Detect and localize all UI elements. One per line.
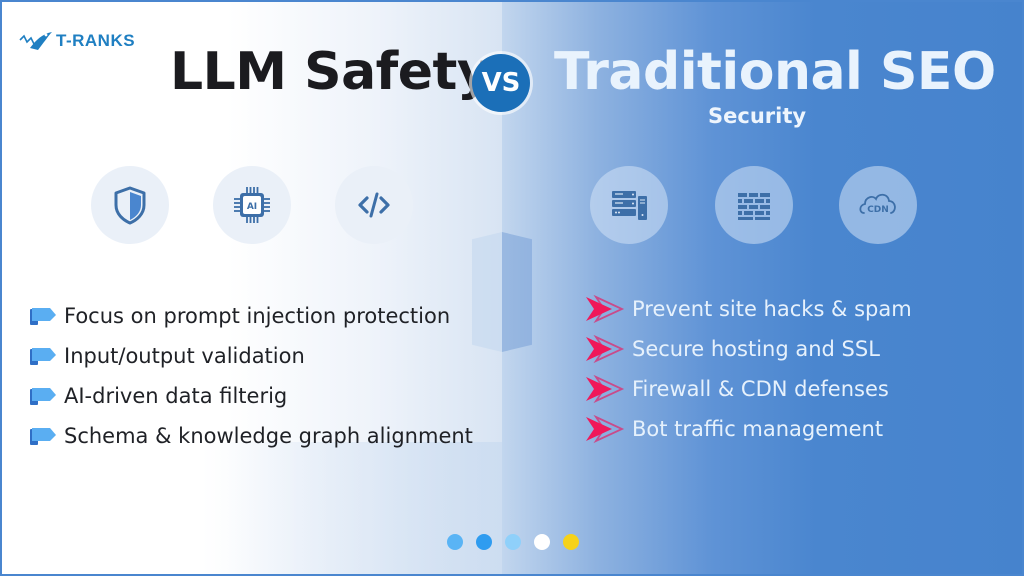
cdn-cloud-icon: CDN	[859, 193, 896, 215]
pagination-dot-4[interactable]	[534, 534, 550, 550]
center-divider-prism	[472, 226, 532, 358]
right-panel-background	[502, 2, 1022, 574]
left-panel-fade	[2, 442, 502, 574]
double-chevron-icon	[586, 294, 625, 324]
code-icon-circle	[335, 166, 413, 244]
ai-chip-icon-circle: AI	[213, 166, 291, 244]
flag-bullet-icon	[30, 388, 56, 405]
shield-icon-circle	[91, 166, 169, 244]
ai-chip-icon: AI	[234, 187, 270, 223]
double-chevron-icon	[586, 414, 625, 444]
firewall-icon	[738, 193, 770, 220]
server-icon	[612, 191, 647, 220]
pagination-dot-5[interactable]	[563, 534, 579, 550]
code-icon	[358, 192, 390, 218]
list-item: Input/output validation	[28, 336, 473, 376]
flag-bullet-icon	[30, 428, 56, 445]
list-item: Bot traffic management	[582, 409, 912, 449]
server-icon-circle	[590, 166, 668, 244]
llm-safety-list: Focus on prompt injection protection Inp…	[28, 296, 473, 456]
list-item: Firewall & CDN defenses	[582, 369, 912, 409]
flag-bullet-icon	[30, 308, 56, 325]
logo-text: T-RANKS	[56, 31, 136, 50]
list-item: Focus on prompt injection protection	[28, 296, 473, 336]
double-chevron-icon	[586, 374, 625, 404]
list-item: AI-driven data filterig	[28, 376, 473, 416]
right-subtitle: Security	[708, 104, 807, 128]
flag-bullet-icon	[30, 348, 56, 365]
firewall-icon-circle	[715, 166, 793, 244]
svg-text:CDN: CDN	[867, 205, 889, 215]
logo-arrow-icon	[19, 32, 52, 50]
cdn-cloud-icon-circle: CDN	[839, 166, 917, 244]
double-chevron-icon	[586, 334, 625, 364]
pagination-dot-2[interactable]	[476, 534, 492, 550]
list-item: Secure hosting and SSL	[582, 329, 912, 369]
svg-text:AI: AI	[247, 202, 257, 212]
pagination-dots	[447, 534, 579, 550]
shield-icon	[114, 186, 146, 225]
pagination-dot-1[interactable]	[447, 534, 463, 550]
seo-security-list: Prevent site hacks & spam Secure hosting…	[582, 289, 912, 449]
vs-badge: VS	[472, 54, 530, 112]
right-title: Traditional SEO	[554, 42, 996, 102]
list-item: Schema & knowledge graph alignment	[28, 416, 473, 456]
list-item: Prevent site hacks & spam	[582, 289, 912, 329]
pagination-dot-3[interactable]	[505, 534, 521, 550]
brand-logo[interactable]: T-RANKS	[18, 30, 135, 52]
left-title: LLM Safety	[170, 42, 491, 102]
